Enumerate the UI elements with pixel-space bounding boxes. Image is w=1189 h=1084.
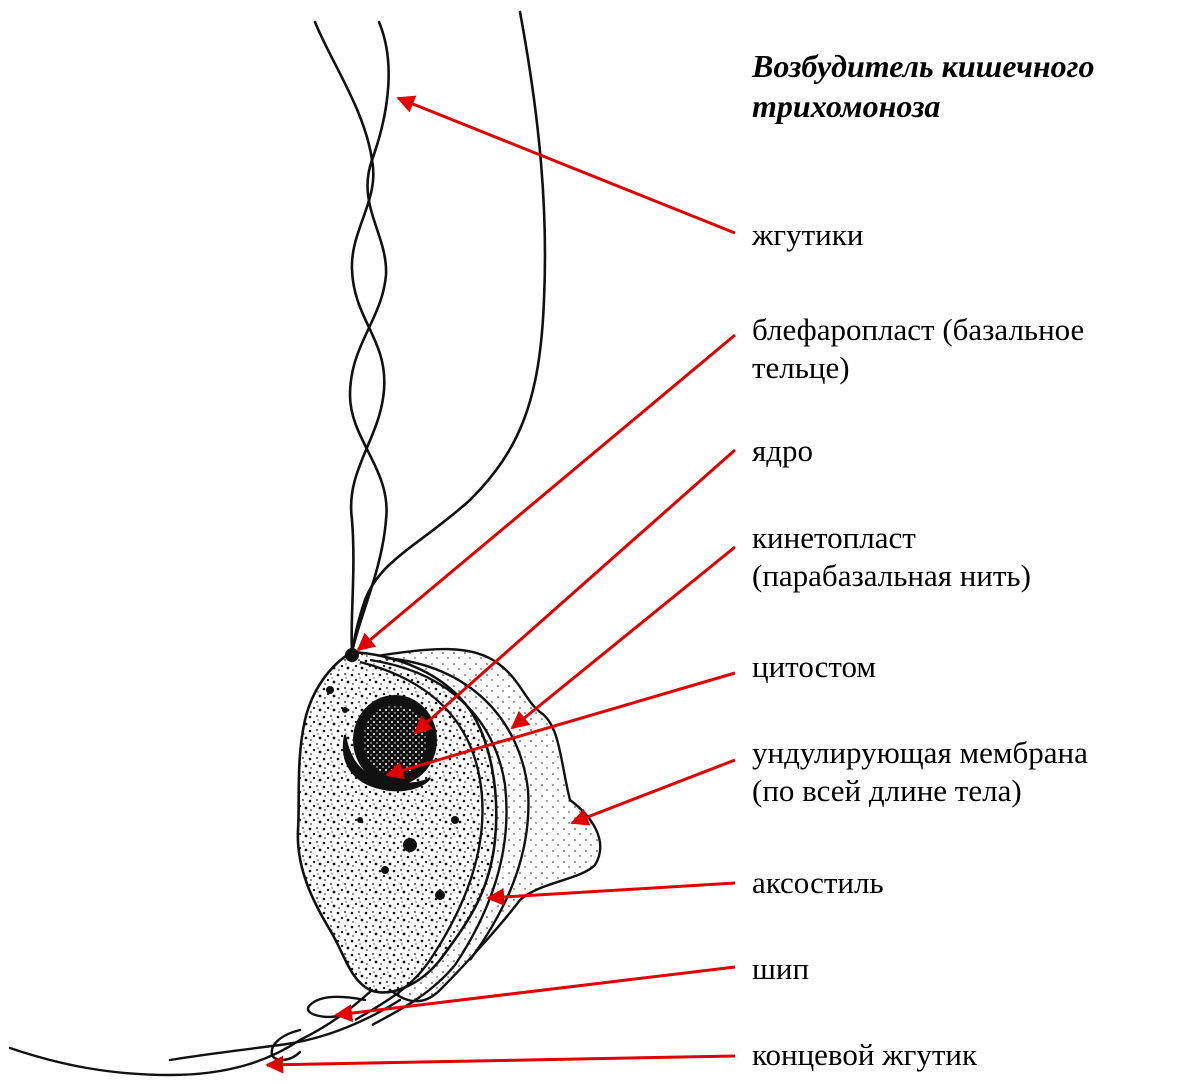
flagellum-strand-2 [350,22,389,652]
diagram-title: Возбудитель кишечного трихомоноза [752,46,1182,126]
label-axostyle: аксостиль [752,864,1187,902]
arrow-nucleus [415,450,735,733]
granule [451,816,459,824]
granule [357,817,363,823]
granule [326,686,334,694]
arrow-terminal-flagellum [267,1056,735,1065]
granule [435,890,445,900]
flagellum-strand-1 [315,22,384,652]
terminal-strand-1 [10,990,372,1075]
label-kinetoplast: кинетопласт (парабазальная нить) [752,519,1187,595]
nucleus-inner [363,705,427,775]
label-terminal-flagellum: концевой жгутик [752,1036,1187,1074]
label-blepharoplast: блефаропласт (базальное тельце) [752,311,1187,387]
granule [342,707,348,713]
anterior-flagella [315,12,545,652]
label-undulating-membrane: ундулирующая мембрана (по всей длине тел… [752,734,1187,810]
arrow-kinetoplast [512,547,735,728]
granule [403,838,417,852]
label-cytostome: цитостом [752,648,1187,686]
blepharoplast-dot [345,648,359,662]
arrow-blepharoplast [358,335,735,650]
terminal-strand-3 [170,1000,400,1060]
granule [381,866,389,874]
arrow-undulating-membrane [572,760,735,823]
arrow-flagella [398,98,735,233]
label-nucleus: ядро [752,432,1187,470]
label-flagella: жгутики [752,216,1187,254]
label-spine: шип [752,950,1187,988]
